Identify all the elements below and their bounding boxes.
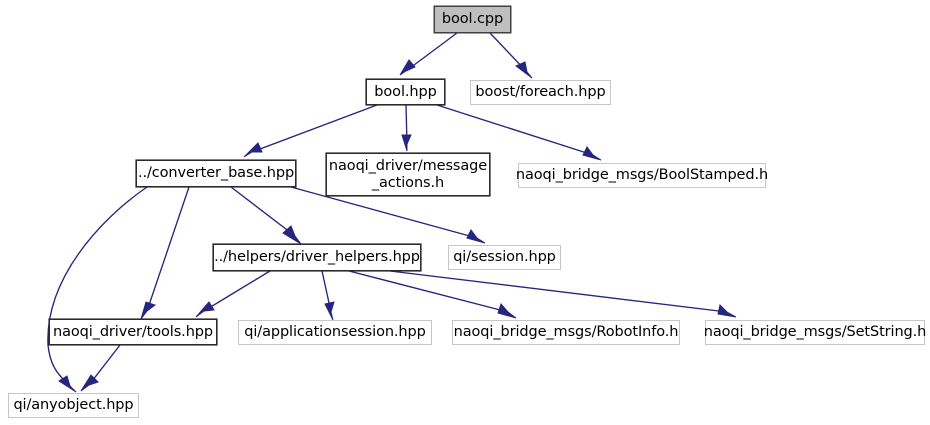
edge-line (321, 270, 332, 313)
arrowhead-icon (399, 59, 416, 76)
graph-node-robot_info[interactable]: naoqi_bridge_msgs/RobotInfo.h (452, 320, 680, 345)
edge-tools_hpp-to-anyobject (80, 344, 121, 392)
edge-bool_hpp-to-message_actions (401, 104, 412, 152)
graph-node-label: qi/anyobject.hpp (13, 397, 134, 414)
graph-node-label: bool.hpp (374, 83, 437, 100)
edge-bool_cpp-to-bool_hpp (399, 32, 458, 76)
edge-line (348, 270, 509, 313)
edge-line (88, 344, 121, 386)
edge-converter_base-to-driver_helpers (230, 186, 302, 245)
graph-node-label: ../helpers/driver_helpers.hpp (214, 249, 420, 266)
graph-node-message_actions[interactable]: naoqi_driver/message _actions.h (326, 153, 490, 196)
graph-node-set_string[interactable]: naoqi_bridge_msgs/SetString.h (703, 320, 927, 345)
graph-node-app_session[interactable]: qi/applicationsession.hpp (238, 320, 432, 345)
graph-node-label: qi/session.hpp (453, 249, 556, 266)
graph-node-label: naoqi_bridge_msgs/BoolStamped.h (515, 167, 769, 184)
arrowhead-icon (717, 304, 737, 318)
graph-node-label: naoqi_driver/message _actions.h (328, 158, 488, 191)
graph-node-converter_base[interactable]: ../converter_base.hpp (136, 160, 296, 187)
graph-node-label: naoqi_driver/tools.hpp (53, 323, 213, 340)
arrowhead-icon (140, 301, 157, 320)
edge-bool_cpp-to-boost_foreach (489, 32, 533, 79)
edge-line (405, 104, 408, 145)
edge-line (389, 270, 728, 313)
graph-node-label: boost/foreach.hpp (475, 84, 606, 101)
graph-node-driver_helpers[interactable]: ../helpers/driver_helpers.hpp (213, 244, 421, 271)
graph-node-qi_session[interactable]: qi/session.hpp (448, 245, 561, 270)
graph-node-bool_hpp[interactable]: bool.hpp (366, 79, 445, 105)
edge-driver_helpers-to-robot_info (348, 270, 517, 319)
graph-node-tools_hpp[interactable]: naoqi_driver/tools.hpp (49, 319, 217, 345)
arrowhead-icon (497, 303, 517, 319)
edge-line (47, 186, 148, 387)
arrowhead-icon (466, 229, 486, 244)
graph-node-label: naoqi_bridge_msgs/SetString.h (703, 324, 927, 341)
graph-node-label: naoqi_bridge_msgs/RobotInfo.h (453, 324, 679, 341)
edge-line (405, 32, 458, 72)
edge-bool_hpp-to-bool_stamped (436, 104, 602, 161)
graph-node-label: ../converter_base.hpp (137, 165, 295, 182)
edge-line (146, 186, 190, 312)
edge-line (230, 186, 296, 237)
arrowhead-icon (195, 301, 215, 318)
arrowhead-icon (515, 61, 533, 79)
graph-node-bool_stamped[interactable]: naoqi_bridge_msgs/BoolStamped.h (515, 163, 769, 188)
edge-driver_helpers-to-tools_hpp (195, 270, 271, 318)
edge-driver_helpers-to-app_session (321, 270, 335, 321)
edge-converter_base-to-anyobject (47, 186, 148, 393)
graph-node-anyobject[interactable]: qi/anyobject.hpp (8, 393, 139, 418)
edge-line (251, 104, 378, 153)
graph-node-label: qi/applicationsession.hpp (244, 324, 426, 341)
edge-line (489, 32, 528, 73)
arrowhead-icon (324, 301, 335, 321)
edge-converter_base-to-tools_hpp (140, 186, 190, 320)
arrowhead-icon (401, 134, 412, 152)
arrowhead-icon (243, 142, 263, 158)
graph-node-bool_cpp[interactable]: bool.cpp (434, 6, 511, 33)
arrowhead-icon (80, 374, 99, 392)
arrowhead-icon (58, 375, 77, 393)
edge-line (436, 104, 594, 156)
arrowhead-icon (282, 225, 302, 245)
edge-bool_hpp-to-converter_base (243, 104, 378, 158)
graph-node-label: bool.cpp (441, 11, 504, 28)
edge-line (203, 270, 271, 312)
edge-driver_helpers-to-set_string (389, 270, 737, 318)
arrowhead-icon (582, 146, 602, 161)
graph-node-boost_foreach[interactable]: boost/foreach.hpp (470, 80, 611, 105)
